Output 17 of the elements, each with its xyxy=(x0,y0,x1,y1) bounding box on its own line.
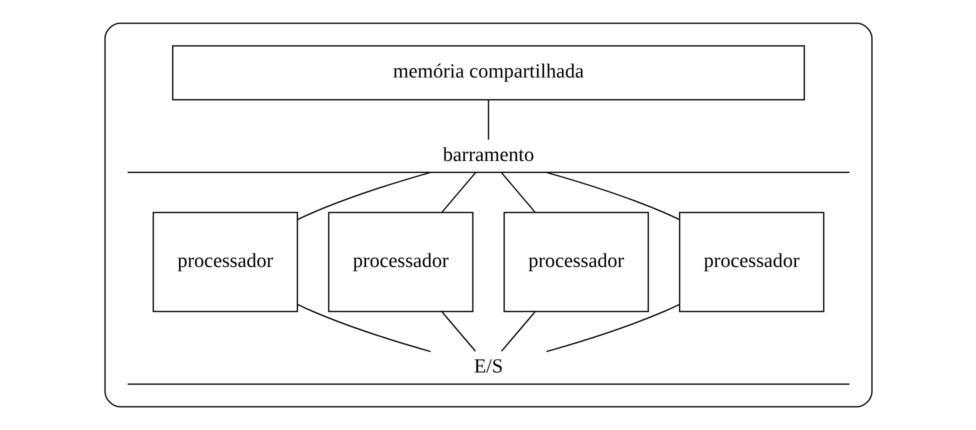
connector xyxy=(546,304,680,352)
node-box: processador xyxy=(152,212,298,312)
node-box: processador xyxy=(678,212,824,312)
connector xyxy=(500,312,535,352)
node-box: processador xyxy=(328,212,473,312)
connector xyxy=(296,304,430,352)
connector xyxy=(441,312,476,352)
connector xyxy=(546,172,680,220)
connector xyxy=(440,172,476,213)
node-text: E/S xyxy=(474,356,502,378)
node-text: barramento xyxy=(442,144,534,166)
node-box: memória compartilhada xyxy=(172,45,804,100)
cluster xyxy=(104,22,872,408)
connector xyxy=(500,172,536,213)
node-box: processador xyxy=(503,212,648,312)
connector xyxy=(487,100,489,140)
connector xyxy=(296,172,430,220)
